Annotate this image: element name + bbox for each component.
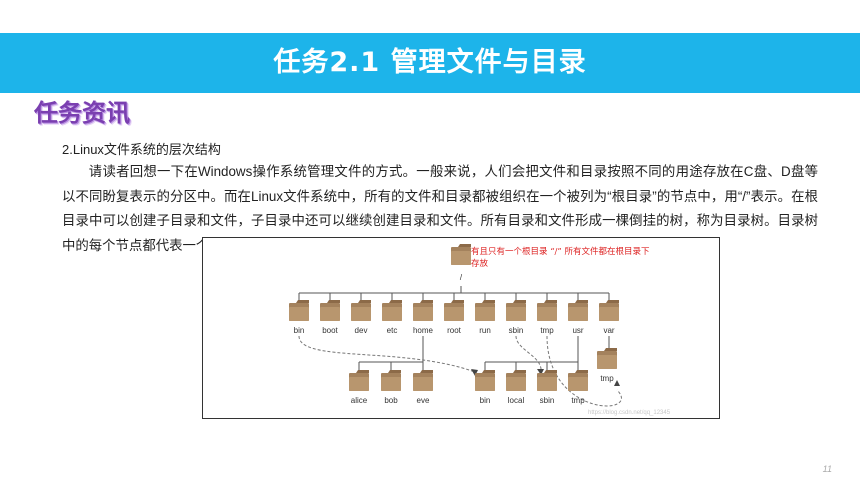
link-sbin-curve — [515, 335, 542, 373]
watermark: https://blog.csdn.net/qq_12345 — [588, 410, 671, 416]
folder-home-icon-label: home — [413, 326, 434, 335]
folder-usr-local-icon: local — [506, 370, 526, 405]
directory-tree-figure: / bin boot dev etc home root run sbin tmp usr var al… — [202, 237, 720, 419]
folder-sbin-icon-label: sbin — [509, 326, 524, 335]
folder-usr-tmp-icon: tmp — [568, 370, 588, 405]
folder-usr-tmp-icon-label: tmp — [571, 396, 585, 405]
link-tmp-curve — [546, 335, 622, 407]
folder-var-icon-label: var — [603, 326, 614, 335]
folder-home-icon: home — [413, 300, 434, 335]
folder-home-alice-icon-label: alice — [351, 396, 368, 405]
folder-usr-bin-icon: bin — [475, 370, 495, 405]
folder-boot-icon-label: boot — [322, 326, 338, 335]
folder-tmp-icon: tmp — [537, 300, 557, 335]
folder-home-bob-icon-label: bob — [384, 396, 398, 405]
folder-sbin-icon: sbin — [506, 300, 526, 335]
folder-var-icon: var — [599, 300, 619, 335]
section-tag: 任务资讯 — [34, 99, 130, 127]
folder-run-icon: run — [475, 300, 495, 335]
folder-var-tmp-icon: tmp — [597, 348, 617, 383]
folder-etc-icon: etc — [382, 300, 402, 335]
folder-usr-local-icon-label: local — [508, 396, 525, 405]
folder-etc-icon-label: etc — [387, 326, 398, 335]
root-folder-icon — [451, 244, 471, 265]
page-number: 11 — [822, 464, 832, 474]
folder-dev-icon: dev — [351, 300, 371, 335]
slide-title: 任务2.1 管理文件与目录 — [273, 47, 587, 78]
folder-usr-icon-label: usr — [572, 326, 583, 335]
folder-dev-icon-label: dev — [355, 326, 368, 335]
folder-boot-icon: boot — [320, 300, 340, 335]
folder-var-tmp-icon-label: tmp — [600, 374, 614, 383]
title-banner: 任务2.1 管理文件与目录 — [0, 33, 860, 93]
folder-home-eve-icon: eve — [413, 370, 433, 405]
folder-bin-icon: bin — [289, 300, 309, 335]
folder-home-alice-icon: alice — [349, 370, 369, 405]
link-bin-curve — [298, 335, 476, 373]
subheading: 2.Linux文件系统的层次结构 — [62, 142, 221, 157]
folder-usr-bin-icon-label: bin — [480, 396, 491, 405]
folder-tmp-icon-label: tmp — [540, 326, 554, 335]
directory-tree-diagram: / bin boot dev etc home root run sbin tmp usr var al… — [289, 244, 671, 416]
folder-home-bob-icon: bob — [381, 370, 401, 405]
folder-home-eve-icon-label: eve — [417, 396, 430, 405]
root-label: / — [460, 273, 463, 282]
folder-bin-icon-label: bin — [294, 326, 305, 335]
folder-root-icon-label: root — [447, 326, 462, 335]
folder-usr-icon: usr — [568, 300, 588, 335]
folder-usr-sbin-icon-label: sbin — [540, 396, 555, 405]
folder-run-icon-label: run — [479, 326, 491, 335]
root-note: 有且只有一个根目录 “/” 所有文件都在根目录下存放 — [471, 246, 650, 269]
folder-root-icon: root — [444, 300, 464, 335]
folder-usr-sbin-icon: sbin — [537, 370, 557, 405]
